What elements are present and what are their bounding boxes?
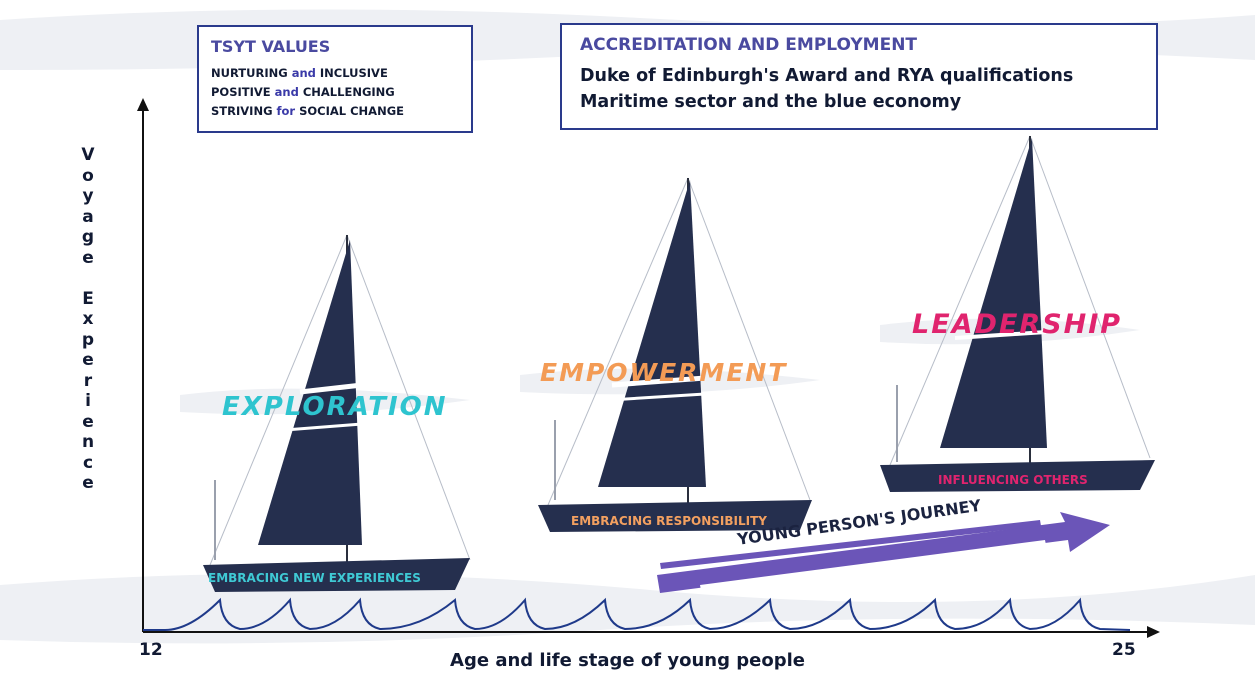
y-label-letter: n	[81, 432, 95, 452]
x-axis-label: Age and life stage of young people	[450, 650, 805, 671]
accreditation-title: ACCREDITATION AND EMPLOYMENT	[580, 35, 918, 55]
x-axis	[143, 626, 1160, 638]
y-label-letter: g	[81, 227, 95, 247]
y-label-letter: a	[82, 206, 94, 227]
y-label-letter: y	[82, 186, 94, 206]
hull-label-1: EMBRACING NEW EXPERIENCES	[208, 571, 421, 585]
values-title: TSYT VALUES	[211, 37, 331, 56]
accreditation-box: ACCREDITATION AND EMPLOYMENT Duke of Edi…	[560, 23, 1158, 130]
hull-1	[203, 558, 470, 592]
stage-title-empowerment: EMPOWERMENT	[540, 358, 788, 387]
values-line-1: NURTURING and INCLUSIVE	[211, 66, 388, 80]
hull-2	[538, 500, 812, 532]
x-axis-end-label: 25	[1112, 640, 1136, 660]
y-label-letter: E	[82, 288, 94, 309]
y-label-letter: V	[81, 145, 95, 165]
stage-title-exploration: EXPLORATION	[222, 392, 448, 422]
tsyt-values-box: TSYT VALUES NURTURING and INCLUSIVE POSI…	[197, 25, 473, 133]
y-label-letter: e	[82, 350, 94, 370]
y-label-letter: e	[82, 473, 94, 493]
y-label-gap	[73, 268, 103, 289]
accreditation-line-2: Maritime sector and the blue economy	[580, 92, 962, 112]
accreditation-line-1: Duke of Edinburgh's Award and RYA qualif…	[580, 66, 1074, 86]
hull-label-3: INFLUENCING OTHERS	[938, 473, 1088, 487]
y-label-letter: i	[85, 391, 91, 411]
values-line-2: POSITIVE and CHALLENGING	[211, 85, 395, 99]
journey-arrow	[657, 512, 1110, 593]
mainsail-3	[940, 138, 1047, 448]
y-label-letter: x	[82, 309, 94, 329]
y-label-letter: p	[81, 329, 95, 350]
x-axis-start-label: 12	[139, 640, 163, 660]
y-label-letter: o	[82, 165, 94, 186]
values-line-3: STRIVING for SOCIAL CHANGE	[211, 104, 404, 118]
sailboat-2	[538, 177, 812, 532]
sailboat-3	[880, 135, 1155, 492]
y-label-letter: c	[82, 452, 94, 473]
sailboat-1	[203, 234, 471, 592]
hull-label-2: EMBRACING RESPONSIBILITY	[571, 514, 767, 528]
mainsail-2	[598, 180, 706, 487]
wave-line	[143, 597, 1131, 631]
hull-3	[880, 460, 1155, 492]
y-label-letter: e	[82, 411, 94, 432]
y-label-letter: r	[83, 370, 93, 391]
y-axis	[137, 98, 149, 632]
stage-title-leadership: LEADERSHIP	[912, 309, 1123, 340]
y-label-letter: e	[82, 247, 94, 268]
